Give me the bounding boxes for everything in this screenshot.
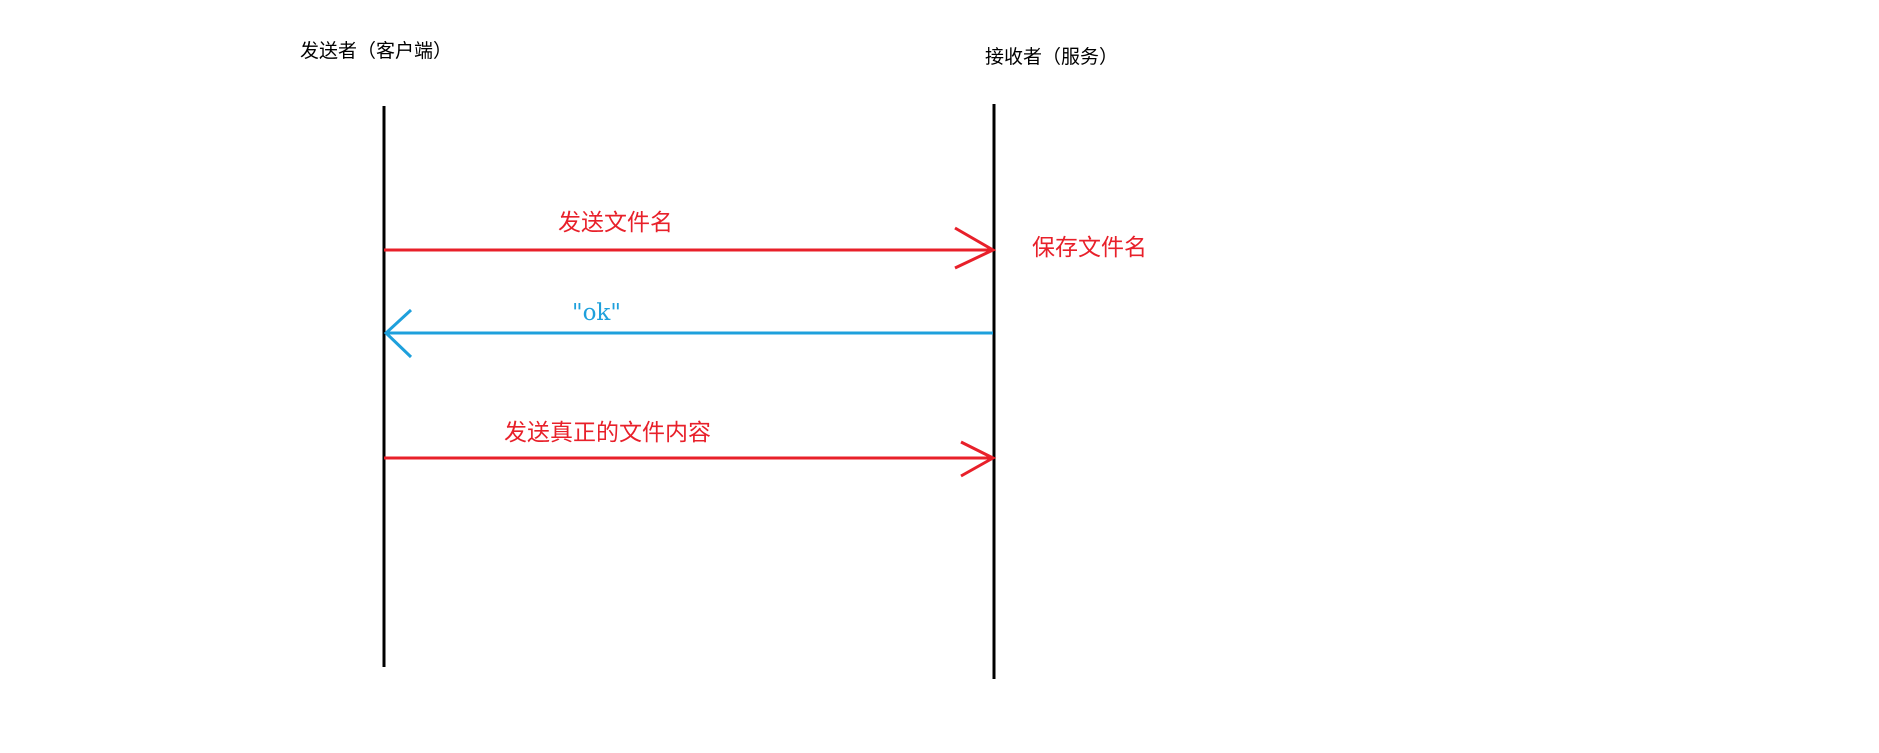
receiver-label: 接收者（服务） — [985, 46, 1119, 68]
save-filename-note: 保存文件名 — [1032, 235, 1147, 261]
send-filename-arrow — [384, 226, 997, 270]
send-content-arrow — [384, 440, 997, 478]
ok-response-arrow — [383, 308, 993, 359]
send-filename-label: 发送文件名 — [558, 210, 673, 236]
ok-response-label: "ok" — [572, 300, 621, 326]
send-content-label: 发送真正的文件内容 — [504, 420, 711, 446]
sender-label: 发送者（客户端） — [300, 40, 453, 62]
